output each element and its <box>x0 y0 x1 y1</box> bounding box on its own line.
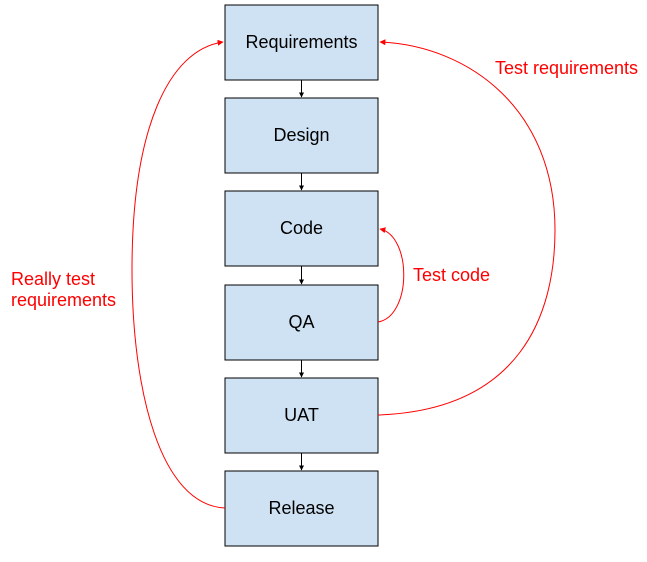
node-label-code: Code <box>280 218 323 238</box>
node-requirements: Requirements <box>224 4 379 81</box>
feedback-arrow-really-test-requirements <box>131 39 226 509</box>
label-really-test-line-2: requirements <box>11 290 116 310</box>
label-really-test-line-1: Really test <box>11 269 95 289</box>
node-label-release: Release <box>268 498 334 518</box>
label-really-test-requirements: Really test requirements <box>11 269 116 310</box>
node-uat: UAT <box>224 377 379 454</box>
node-label-qa: QA <box>288 312 314 332</box>
node-qa: QA <box>224 284 379 361</box>
label-test-code: Test code <box>413 265 490 285</box>
node-label-uat: UAT <box>284 405 319 425</box>
node-label-requirements: Requirements <box>245 32 357 52</box>
feedback-arrow-test-requirements <box>377 39 556 416</box>
node-label-design: Design <box>273 125 329 145</box>
node-release: Release <box>224 470 379 547</box>
label-test-requirements: Test requirements <box>495 58 638 78</box>
node-design: Design <box>224 97 379 174</box>
node-code: Code <box>224 190 379 267</box>
feedback-arrow-test-code <box>377 227 405 323</box>
